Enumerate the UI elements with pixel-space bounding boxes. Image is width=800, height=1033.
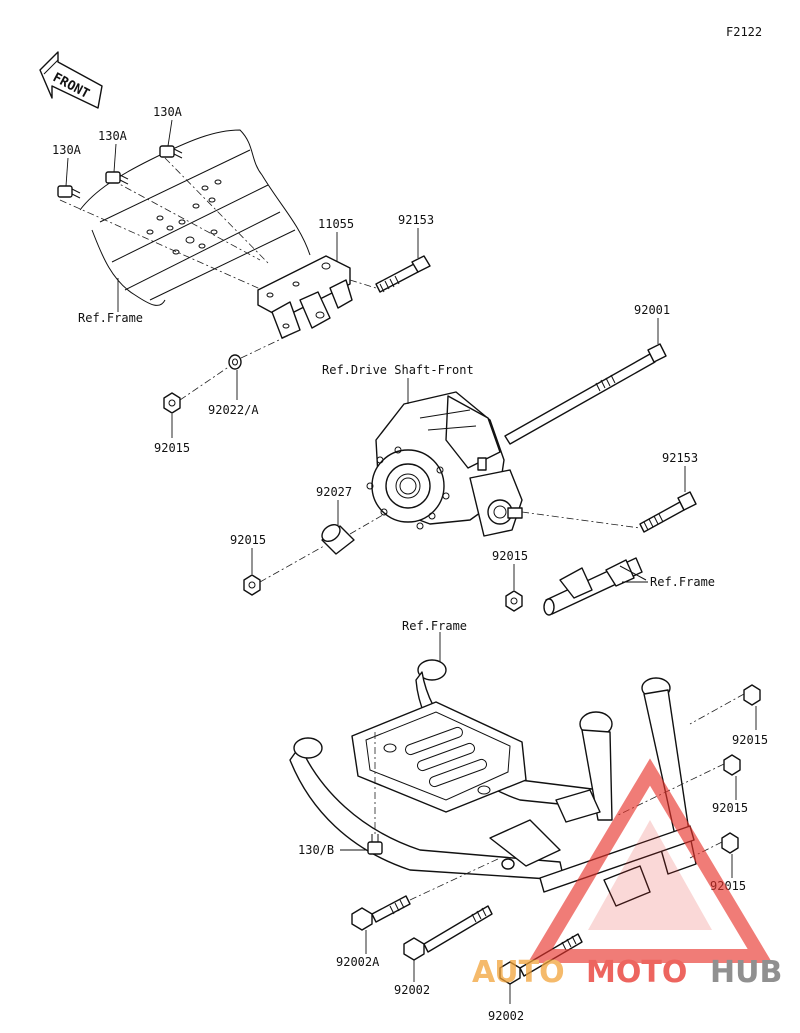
watermark-auto: AUTO	[472, 955, 565, 990]
watermark-triangle-icon	[527, 758, 773, 963]
bracket-11055	[257, 255, 353, 339]
bolt-130a-1	[57, 185, 81, 199]
lower-frame-assembly	[289, 659, 697, 907]
automotohub-watermark: AUTO MOTO HUB	[472, 758, 782, 990]
bolt-130a-2	[105, 171, 129, 185]
label-92015-mid-right: 92015	[492, 549, 528, 563]
ref-frame-mid-label: Ref.Frame	[650, 575, 715, 589]
label-130a-3: 130A	[153, 105, 183, 119]
bolt-92001	[504, 343, 667, 445]
final-gear-case	[366, 391, 523, 537]
front-arrow-icon: FRONT	[39, 51, 103, 109]
ref-frame-top-label: Ref.Frame	[78, 311, 143, 325]
label-92027: 92027	[316, 485, 352, 499]
nut-92015-mid-left	[243, 574, 261, 596]
watermark-moto: MOTO	[586, 955, 687, 990]
bolt-92153-top	[375, 255, 431, 293]
washer-92022a	[228, 354, 242, 370]
spacer-92027	[321, 524, 355, 555]
label-92002-1: 92002	[394, 983, 430, 997]
figure-id: F2122	[726, 25, 762, 39]
upper-frame	[59, 129, 311, 306]
label-92153-mid: 92153	[662, 451, 698, 465]
bolt-130a-3	[159, 145, 183, 159]
label-92015-b2: 92015	[712, 801, 748, 815]
label-92002a: 92002A	[336, 955, 380, 969]
label-92153-top: 92153	[398, 213, 434, 227]
label-92001: 92001	[634, 303, 670, 317]
ref-frame-bottom-label: Ref.Frame	[402, 619, 467, 633]
bolt-92002a	[351, 895, 411, 931]
cross-tube-frame	[543, 557, 647, 616]
label-92015-top: 92015	[154, 441, 190, 455]
bolt-92153-mid	[639, 491, 697, 533]
label-130a-1: 130A	[52, 143, 82, 157]
label-130a-2: 130A	[98, 129, 128, 143]
bolt-130b	[367, 834, 383, 855]
nut-92015-b2	[723, 754, 741, 776]
label-92022a: 92022/A	[208, 403, 259, 417]
nut-92015-b1	[743, 684, 761, 706]
label-92015-mid-left: 92015	[230, 533, 266, 547]
label-92015-b1: 92015	[732, 733, 768, 747]
bolt-92002-1	[403, 905, 493, 961]
nut-92015-mid-right	[505, 590, 523, 612]
nut-92015-b3	[721, 832, 739, 854]
nut-92015-top	[163, 392, 181, 414]
ref-drive-shaft-label: Ref.Drive Shaft-Front	[322, 363, 474, 377]
label-130b: 130/B	[298, 843, 334, 857]
label-92002-2: 92002	[488, 1009, 524, 1023]
watermark-hub: HUB	[710, 955, 782, 990]
label-11055: 11055	[318, 217, 354, 231]
